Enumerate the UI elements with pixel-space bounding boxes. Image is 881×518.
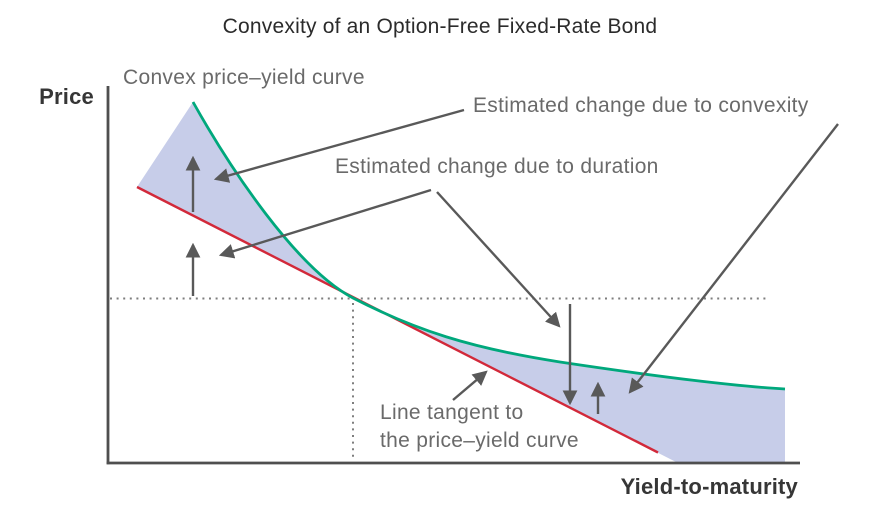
- convexity-leader-right: [628, 123, 839, 394]
- duration-leader-right: [436, 191, 561, 328]
- figure-title: Convexity of an Option-Free Fixed-Rate B…: [223, 15, 658, 38]
- tangent-annotation-line1: Line tangent to: [380, 401, 523, 424]
- curve-label: Convex price–yield curve: [123, 66, 365, 89]
- tangent-leader-arrow: [452, 370, 488, 401]
- duration-annotation: Estimated change due to duration: [335, 155, 659, 178]
- x-axis-label: Yield-to-maturity: [621, 474, 799, 499]
- y-axis-label: Price: [39, 84, 94, 109]
- convexity-leader-left: [213, 108, 465, 183]
- duration-leader-left: [218, 188, 432, 259]
- convexity-annotation: Estimated change due to convexity: [473, 94, 809, 117]
- price-yield-curve: [191, 101, 786, 391]
- tangent-annotation-line2: the price–yield curve: [380, 429, 579, 452]
